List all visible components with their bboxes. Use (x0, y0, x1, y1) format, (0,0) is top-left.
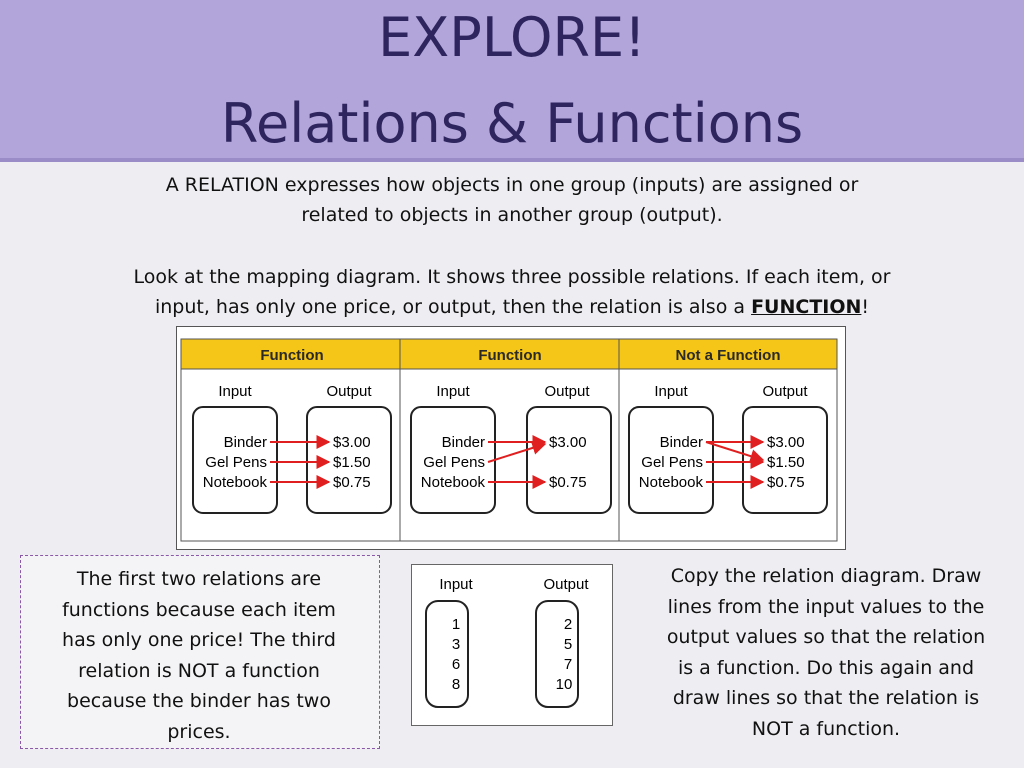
instructions-line2: lines from the input values to the (667, 595, 985, 618)
panel1-input-oval (192, 406, 278, 514)
instructions-line4: is a function. Do this again and (677, 656, 975, 679)
explanation-line3: has only one price! The third (62, 629, 336, 651)
title-banner: EXPLORE! Relations & Functions (0, 0, 1024, 162)
practice-input-3: 6 (452, 656, 460, 673)
explanation-line5: because the binder has two (67, 690, 331, 712)
panel3-input-oval (628, 406, 714, 514)
practice-output-label: Output (543, 576, 589, 593)
practice-output-1: 2 (564, 616, 572, 633)
practice-input-oval (425, 600, 469, 708)
panel1-input-3: Notebook (203, 474, 268, 491)
mapping-intro: Look at the mapping diagram. It shows th… (40, 262, 984, 322)
panel3-output-3: $0.75 (767, 474, 805, 491)
mapping-diagram: Function Input Output Binder Gel Pens No… (180, 338, 838, 542)
panel1-output-1: $3.00 (333, 434, 371, 451)
panel1-input-1: Binder (224, 434, 267, 451)
panel2-input-label: Input (436, 383, 470, 400)
mapping-diagram-frame: Function Input Output Binder Gel Pens No… (176, 326, 846, 550)
slide-title-line2: Relations & Functions (220, 92, 804, 155)
panel1-output-2: $1.50 (333, 454, 371, 471)
panel3-input-label: Input (654, 383, 688, 400)
panel1-output-label: Output (326, 383, 372, 400)
explanation-text: The first two relations are functions be… (29, 564, 369, 747)
look-line2: input, has only one price, or output, th… (40, 292, 984, 322)
panel2-output-label: Output (544, 383, 590, 400)
look-line2-text: input, has only one price, or output, th… (154, 296, 752, 318)
explanation-line6: prices. (167, 720, 231, 743)
instructions-line3: output values so that the relation (666, 626, 986, 648)
instructions-line1: Copy the relation diagram. Draw (670, 565, 982, 587)
explanation-box: The first two relations are functions be… (20, 555, 380, 749)
panel2-input-1: Binder (442, 434, 485, 451)
intro-line1: A RELATION expresses how objects in one … (165, 174, 859, 196)
instructions-line5: draw lines so that the relation is (672, 687, 980, 709)
header-bar (180, 338, 838, 370)
practice-output-3: 7 (564, 656, 572, 673)
practice-input-4: 8 (452, 676, 460, 693)
relation-definition: A RELATION expresses how objects in one … (40, 170, 984, 230)
panel3-output-2: $1.50 (767, 454, 805, 471)
practice-diagram: Input Output 1 3 6 8 2 5 7 10 (425, 576, 589, 708)
practice-diagram-frame: Input Output 1 3 6 8 2 5 7 10 (411, 564, 613, 726)
panel2-input-3: Notebook (421, 474, 486, 491)
panel1-input-2: Gel Pens (205, 454, 267, 471)
instructions-text: Copy the relation diagram. Draw lines fr… (638, 561, 1014, 744)
panel2-output-3: $0.75 (549, 474, 587, 491)
practice-input-1: 1 (452, 616, 460, 633)
intro-line2: related to objects in another group (out… (301, 204, 723, 226)
practice-input-label: Input (439, 576, 473, 593)
panel2-arrow-2 (487, 441, 547, 463)
panel2-output-1: $3.00 (549, 434, 587, 451)
panel3-input-2: Gel Pens (641, 454, 703, 471)
panel1-header: Function (260, 347, 323, 364)
panel3-input-1: Binder (660, 434, 703, 451)
slide-title-line1: EXPLORE! (378, 6, 646, 69)
panel1-output-3: $0.75 (333, 474, 371, 491)
function-keyword: FUNCTION (751, 296, 862, 318)
panel2-header: Function (478, 347, 541, 364)
explanation-line4: relation is NOT a function (78, 659, 320, 682)
instructions-line6: NOT a function. (751, 717, 901, 740)
look-line2-end: ! (861, 296, 870, 318)
panel2-output-oval (526, 406, 612, 514)
explanation-line2: functions because each item (62, 598, 336, 621)
panel3-input-3: Notebook (639, 474, 704, 491)
practice-output-oval (535, 600, 579, 708)
panel2-input-2: Gel Pens (423, 454, 485, 471)
panel3-output-1: $3.00 (767, 434, 805, 451)
practice-output-4: 10 (556, 676, 573, 693)
panel3-header: Not a Function (676, 347, 781, 364)
practice-input-2: 3 (452, 636, 460, 653)
practice-output-2: 5 (564, 636, 572, 653)
panel3-output-label: Output (762, 383, 808, 400)
look-line1: Look at the mapping diagram. It shows th… (133, 266, 891, 288)
explanation-line1: The first two relations are (76, 568, 322, 590)
panel1-input-label: Input (218, 383, 252, 400)
